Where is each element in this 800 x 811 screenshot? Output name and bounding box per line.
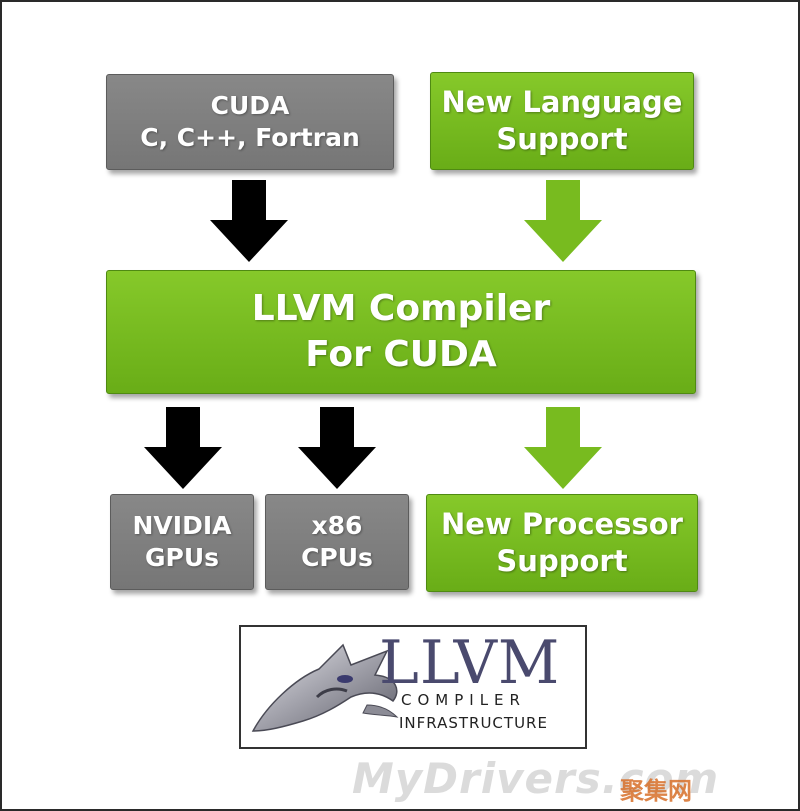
arrow-down-icon bbox=[524, 407, 602, 489]
new-language-support-box: New Language Support bbox=[430, 72, 694, 170]
watermark-text: MyDrivers.com bbox=[352, 754, 720, 803]
x86-cpus-box: x86 CPUs bbox=[265, 494, 409, 590]
cuda-box-line1: CUDA bbox=[210, 91, 290, 120]
llvm-compiler-line2: For CUDA bbox=[305, 334, 497, 375]
new-processor-line1: New Processor bbox=[441, 506, 683, 541]
cuda-box-line2: C, C++, Fortran bbox=[140, 123, 360, 152]
new-language-box-line1: New Language bbox=[441, 84, 683, 119]
arrow-down-icon bbox=[524, 180, 602, 262]
watermark-cn-text: 聚集网 bbox=[620, 777, 692, 805]
logo-wordmark: LLVM bbox=[379, 628, 561, 698]
llvm-compiler-box: LLVM Compiler For CUDA bbox=[106, 270, 696, 394]
arrow-down-icon bbox=[210, 180, 288, 262]
new-processor-line2: Support bbox=[496, 544, 628, 578]
nvidia-gpus-box: NVIDIA GPUs bbox=[110, 494, 254, 590]
x86-cpus-line1: x86 bbox=[311, 511, 363, 540]
new-processor-support-box: New Processor Support bbox=[426, 494, 698, 592]
logo-compiler-text: COMPILER bbox=[401, 691, 526, 709]
llvm-compiler-line1: LLVM Compiler bbox=[251, 287, 551, 329]
cuda-box: CUDA C, C++, Fortran bbox=[106, 74, 394, 170]
x86-cpus-line2: CPUs bbox=[301, 543, 373, 572]
arrow-down-icon bbox=[298, 407, 376, 489]
llvm-dragon-icon bbox=[251, 643, 399, 732]
new-language-box-line2: Support bbox=[496, 122, 628, 156]
nvidia-gpus-line1: NVIDIA bbox=[132, 511, 232, 540]
nvidia-gpus-line2: GPUs bbox=[144, 543, 220, 572]
arrow-down-icon bbox=[144, 407, 222, 489]
llvm-logo: LLVM COMPILER INFRASTRUCTURE bbox=[239, 625, 587, 749]
logo-infrastructure-text: INFRASTRUCTURE bbox=[399, 714, 548, 732]
